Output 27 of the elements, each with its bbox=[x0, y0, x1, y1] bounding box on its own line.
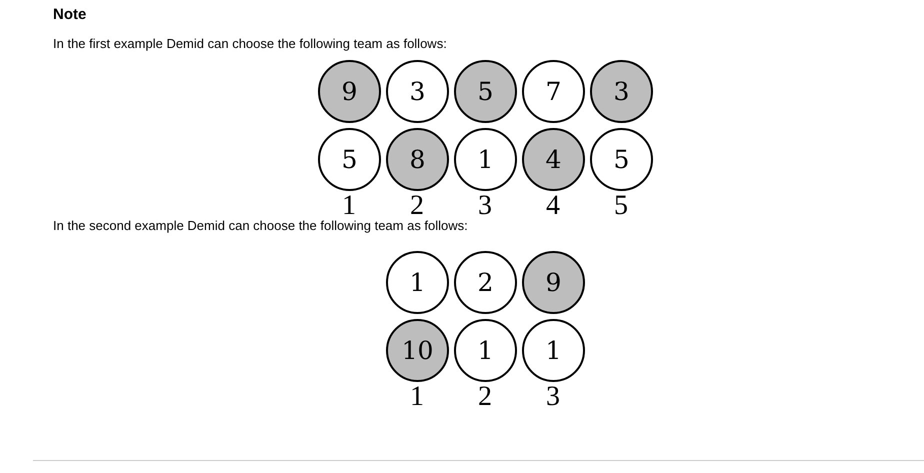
number-circle: 5 bbox=[590, 128, 653, 191]
column-number: 2 bbox=[478, 383, 492, 411]
number-circle: 9 bbox=[522, 251, 585, 314]
number-circle: 1 bbox=[386, 251, 449, 314]
number-circle: 1 bbox=[522, 319, 585, 382]
column-number: 2 bbox=[410, 192, 424, 220]
sentence: In the first example Demid can choose the following team as follows: bbox=[53, 36, 447, 51]
number-circle: 1 bbox=[454, 319, 517, 382]
number-circle: 7 bbox=[522, 60, 585, 123]
number-circle: 5 bbox=[318, 128, 381, 191]
number-circle: 3 bbox=[590, 60, 653, 123]
heading: Note bbox=[53, 6, 86, 23]
sentence: In the second example Demid can choose the following team as follows: bbox=[53, 218, 468, 233]
column-number: 1 bbox=[410, 383, 424, 411]
number-circle: 1 bbox=[454, 128, 517, 191]
number-circle: 5 bbox=[454, 60, 517, 123]
number-circle: 10 bbox=[386, 319, 449, 382]
column-number: 3 bbox=[478, 192, 492, 220]
number-circle: 2 bbox=[454, 251, 517, 314]
number-circle: 8 bbox=[386, 128, 449, 191]
column-number: 5 bbox=[614, 192, 628, 220]
number-circle: 3 bbox=[386, 60, 449, 123]
column-number: 3 bbox=[546, 383, 560, 411]
number-circle: 9 bbox=[318, 60, 381, 123]
column-number: 1 bbox=[342, 192, 356, 220]
number-circle: 4 bbox=[522, 128, 585, 191]
column-number: 4 bbox=[546, 192, 560, 220]
